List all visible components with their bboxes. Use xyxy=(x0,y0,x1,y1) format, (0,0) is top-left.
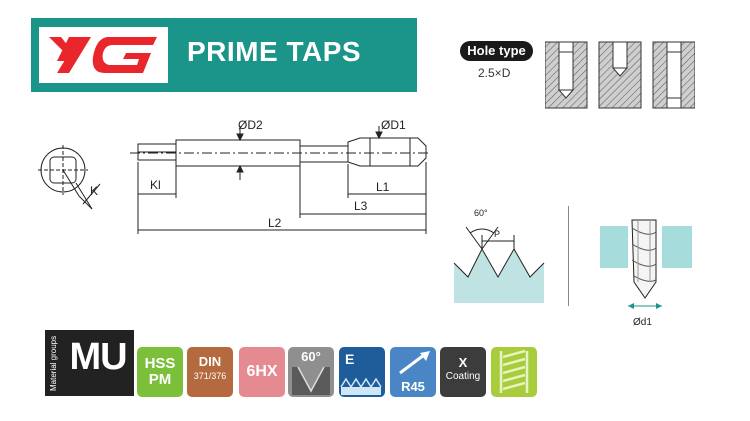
thread-angle-icon: 60° xyxy=(288,347,334,397)
spiral-flute-pattern-icon xyxy=(499,349,529,393)
helix-angle-icon: R45 xyxy=(390,347,436,397)
label-l3: L3 xyxy=(354,199,368,213)
serration-icon xyxy=(340,377,382,395)
coating-icon: X Coating xyxy=(440,347,486,397)
label-pitch: P xyxy=(494,229,501,239)
label-thread-angle: 60° xyxy=(474,208,488,218)
material-group-badge xyxy=(45,330,134,396)
label-l2: L2 xyxy=(268,216,282,230)
hole-type-diagrams xyxy=(545,41,695,109)
yg-logo-icon xyxy=(49,37,157,73)
through-hole-diagram xyxy=(652,41,695,109)
hole-type-value: 2.5×D xyxy=(478,66,511,80)
spiral-flute-icon xyxy=(491,347,537,397)
label-d2: ØD2 xyxy=(238,118,263,132)
din-standard-icon: DIN 371/376 xyxy=(187,347,233,397)
drill-in-hole-diagram xyxy=(600,219,692,309)
hss-pm-icon: HSS PM xyxy=(137,347,183,397)
hole-type-badge: Hole type xyxy=(460,41,533,61)
label-drill-d1: Ød1 xyxy=(633,317,652,328)
helix-arrow-icon xyxy=(399,351,430,375)
divider xyxy=(568,206,569,306)
material-group-label: Material groups xyxy=(49,335,58,391)
label-k: K xyxy=(90,184,99,198)
label-d1: ØD1 xyxy=(381,118,406,132)
material-group-value: MU xyxy=(69,336,127,378)
tap-technical-drawing xyxy=(38,126,428,234)
thread-form-icon xyxy=(292,366,330,395)
tolerance-icon: 6HX xyxy=(239,347,285,397)
label-l1: L1 xyxy=(376,180,390,194)
flute-type-icon: E xyxy=(339,347,385,397)
shallow-hole-diagram xyxy=(598,41,642,109)
blind-hole-diagram xyxy=(545,41,588,109)
label-kl: Kl xyxy=(150,178,161,192)
thread-profile-diagram xyxy=(453,226,545,303)
page-title: PRIME TAPS xyxy=(187,36,362,67)
brand-logo xyxy=(39,27,168,83)
